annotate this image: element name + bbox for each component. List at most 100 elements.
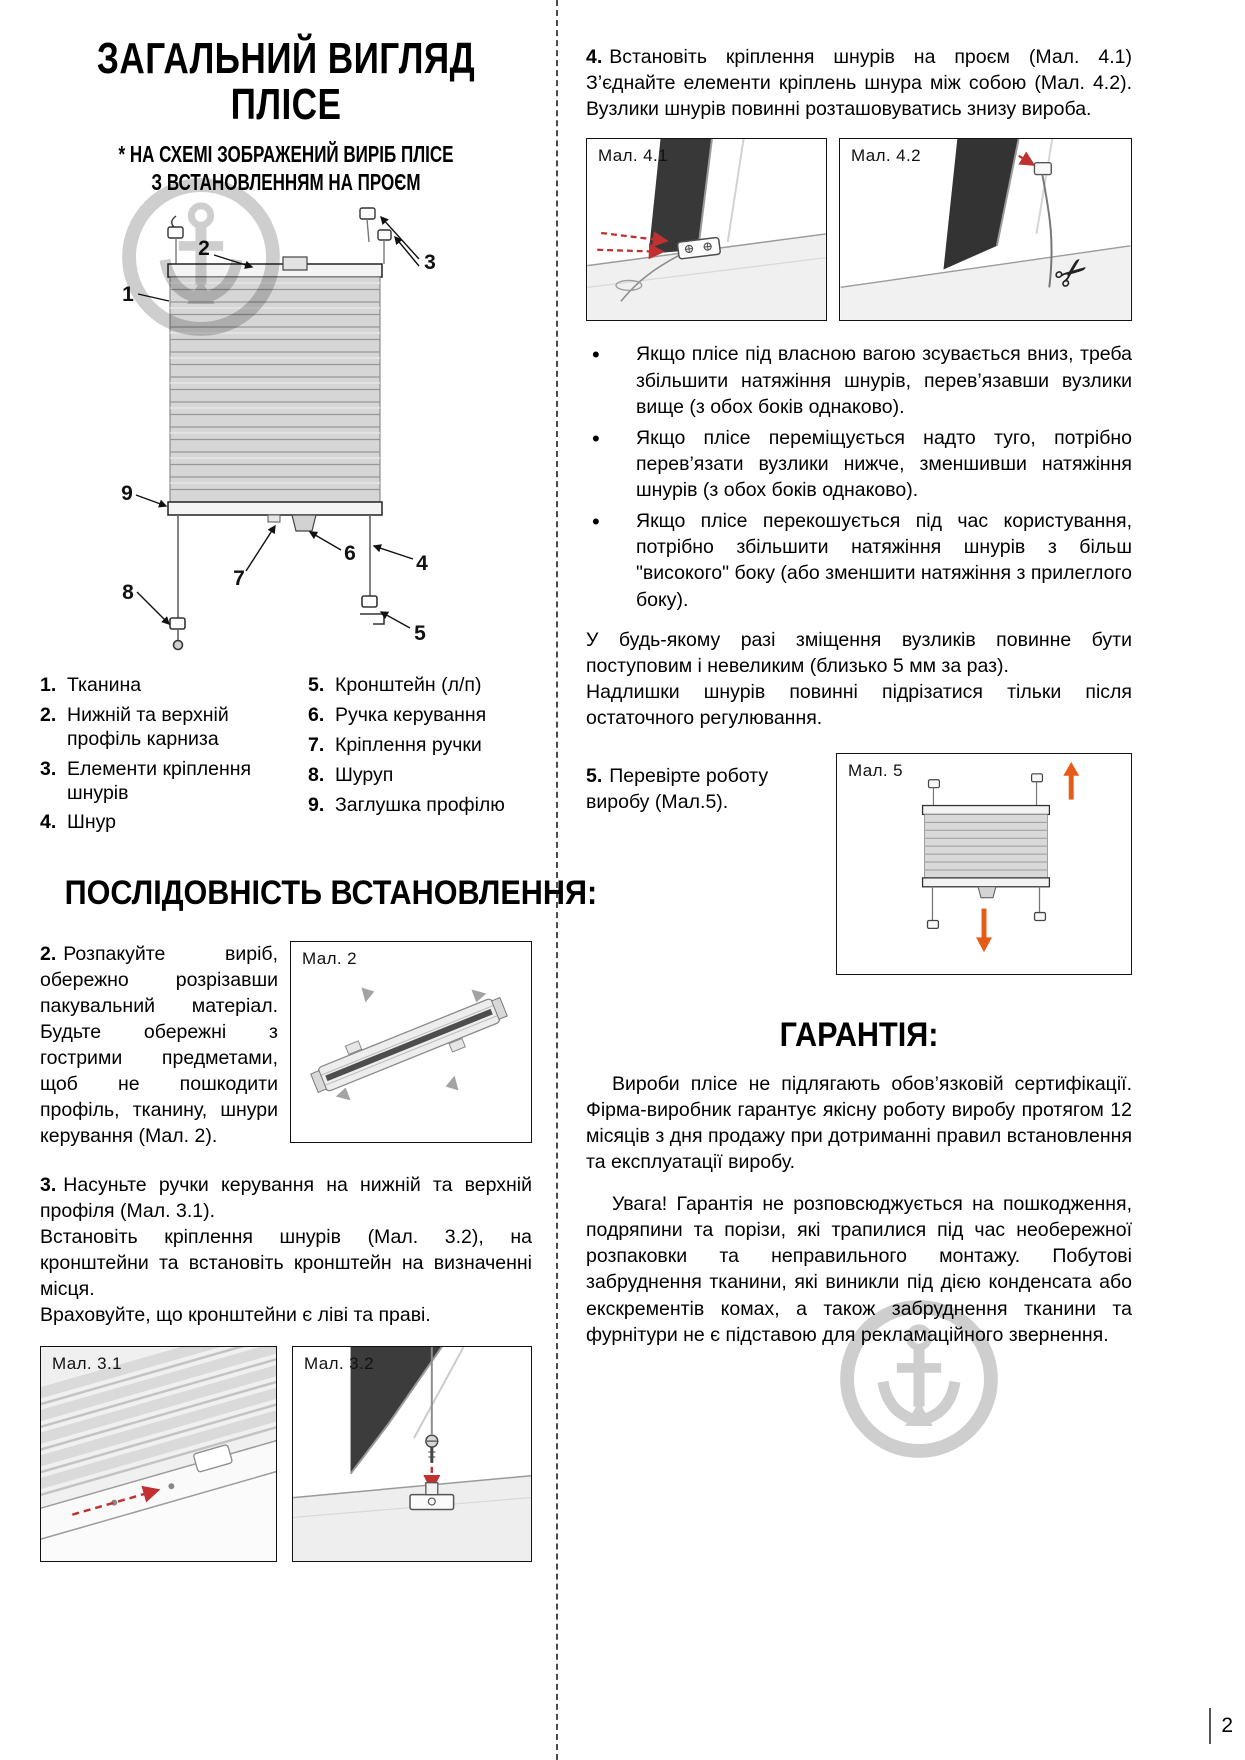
legend-item: 7. Кріплення ручки — [308, 734, 532, 758]
legend-item-number: 3. — [40, 757, 57, 780]
diagram-callout-6: 6 — [344, 542, 356, 565]
legend-item-number: 6. — [308, 704, 325, 727]
figures-3-row: Мал. 3.1 — [40, 1346, 532, 1563]
test-arrows-icon — [976, 762, 1080, 953]
figure-4-2: ✂ Мал. 4.2 — [839, 138, 1132, 322]
figure-3-1: Мал. 3.1 — [40, 1346, 277, 1563]
figure-4-1: Мал. 4.1 — [586, 138, 827, 322]
legend-item-number: 7. — [308, 734, 325, 757]
figure-3-1-drawing — [41, 1347, 276, 1562]
page-title-line1: ЗАГАЛЬНИЙ ВИГЛЯД — [96, 34, 476, 83]
step-4-number: 4. — [586, 46, 603, 68]
warranty-heading: ГАРАНТІЯ: — [586, 1016, 1132, 1055]
adjustment-tip-1: Якщо плісе під власною вагою зсувається … — [586, 340, 1132, 419]
figure-2: Мал. 2 — [290, 940, 532, 1143]
figure-4-2-label: Мал. 4.2 — [851, 146, 922, 166]
column-divider — [556, 0, 558, 1760]
diagram-callout-5: 5 — [414, 622, 426, 645]
step-4-body: Встановіть кріплення шнурів на проєм (Ма… — [586, 46, 1132, 121]
warranty-paragraph-2: Увага! Гарантія не розповсюджується на п… — [586, 1193, 1132, 1346]
legend-item-number: 5. — [308, 674, 325, 697]
parts-legend-col1: 1. Тканина 2. Нижній та верхній профіль ка… — [40, 674, 308, 841]
parts-legend: 1. Тканина 2. Нижній та верхній профіль ка… — [40, 674, 532, 841]
adjustment-tips-list: Якщо плісе під власною вагою зсувається … — [586, 340, 1132, 613]
legend-item: 4. Шнур — [40, 811, 308, 835]
step-2: 2.Розпакуйте виріб, обережно розрізавши … — [40, 940, 532, 1150]
left-column: ЗАГАЛЬНИЙ ВИГЛЯД ПЛІСЕ * НА СХЕМІ ЗОБРАЖ… — [40, 34, 598, 1563]
figures-4-row: Мал. 4.1 ✂ Мал. 4.2 — [586, 138, 1132, 322]
legend-item-number: 9. — [308, 793, 325, 816]
figure-5: Мал. 5 — [836, 753, 1132, 976]
page-subtitle-line1: * НА СХЕМІ ЗОБРАЖЕНИЙ ВИРІБ ПЛІСЕ — [118, 141, 454, 168]
step-5-number: 5. — [586, 765, 603, 788]
legend-item-text: Шуруп — [335, 763, 394, 786]
sequence-heading: ПОСЛІДОВНІСТЬ ВСТАНОВЛЕННЯ: — [40, 874, 598, 913]
step-2-body: Розпакуйте виріб, обережно розрізавши па… — [40, 942, 278, 1148]
page-number-divider — [1209, 1708, 1212, 1744]
step-5-body: Перевірте роботу виробу (Мал.5). — [586, 765, 769, 814]
legend-item-text: Кріплення ручки — [335, 734, 482, 757]
step-3-number: 3. — [40, 1173, 57, 1196]
legend-item-number: 4. — [40, 811, 57, 834]
legend-item-text: Елементи кріплення шнурів — [67, 757, 252, 804]
blind-overview-diagram: 1 2 3 4 5 6 7 8 9 — [40, 202, 532, 672]
figure-3-2: Мал. 3.2 — [292, 1346, 532, 1563]
legend-item-text: Заглушка профілю — [335, 793, 505, 816]
step-4-text: 4.Встановіть кріплення шнурів на проєм (… — [586, 44, 1132, 122]
figure-2-drawing — [292, 941, 530, 1142]
page-subtitle-line2: З ВСТАНОВЛЕННЯМ НА ПРОЄМ — [151, 169, 421, 196]
legend-item-number: 2. — [40, 704, 57, 727]
step-2-text: 2.Розпакуйте виріб, обережно розрізавши … — [40, 941, 278, 1150]
adjustment-tip-2: Якщо плісе переміщується надто туго, пот… — [586, 424, 1132, 503]
legend-item-text: Нижній та верхній профіль карниза — [67, 704, 229, 751]
legend-item-text: Шнур — [67, 811, 117, 834]
step-3-body-3: Враховуйте, що кронштейни є ліві та прав… — [40, 1304, 431, 1327]
figure-5-drawing — [837, 754, 1131, 975]
legend-item: 2. Нижній та верхній профіль карниза — [40, 704, 308, 752]
step-3-body-2: Встановіть кріплення шнурів (Мал. 3.2), … — [40, 1225, 532, 1301]
parts-legend-col2: 5. Кронштейн (л/п) 6. Ручка керування 7. Кр… — [308, 674, 532, 841]
step-2-number: 2. — [40, 942, 57, 965]
legend-item-number: 1. — [40, 674, 57, 697]
legend-item: 8. Шуруп — [308, 764, 532, 788]
adjustment-notes: У будь-якому разі зміщення вузликів пови… — [586, 627, 1132, 732]
page-subtitle: * НА СХЕМІ ЗОБРАЖЕНИЙ ВИРІБ ПЛІСЕ З ВСТА… — [40, 140, 532, 196]
legend-item-text: Ручка керування — [335, 704, 487, 727]
diagram-callout-3: 3 — [424, 251, 436, 274]
figure-4-1-label: Мал. 4.1 — [598, 146, 669, 166]
figure-5-label: Мал. 5 — [848, 761, 904, 781]
legend-item: 9. Заглушка профілю — [308, 794, 532, 818]
legend-item-number: 8. — [308, 763, 325, 786]
page-number: 2 — [1209, 1708, 1233, 1744]
diagram-callout-1: 1 — [122, 283, 134, 306]
note-paragraph-1: У будь-якому разі зміщення вузликів пови… — [586, 628, 1132, 677]
legend-item: 3. Елементи кріплення шнурів — [40, 758, 308, 806]
legend-item: 1. Тканина — [40, 674, 308, 698]
legend-item: 5. Кронштейн (л/п) — [308, 674, 532, 698]
figure-3-2-drawing — [293, 1347, 531, 1562]
figure-3-2-label: Мал. 3.2 — [304, 1354, 375, 1374]
step-5-text: 5.Перевірте роботу виробу (Мал.5). — [586, 753, 822, 975]
adjustment-tip-3: Якщо плісе перекошується під час користу… — [586, 507, 1132, 613]
page-title: ЗАГАЛЬНИЙ ВИГЛЯД ПЛІСЕ — [40, 34, 532, 130]
diagram-callout-9: 9 — [121, 482, 133, 505]
page-number-value: 2 — [1221, 1714, 1233, 1737]
legend-item-text: Кронштейн (л/п) — [335, 674, 482, 697]
diagram-callout-7: 7 — [233, 567, 245, 590]
note-paragraph-2: Надлишки шнурів повинні підрізатися тіль… — [586, 680, 1132, 729]
step-3: 3.Насуньте ручки керування на нижній та … — [40, 1172, 532, 1329]
warranty-paragraph-1: Вироби плісе не підлягають обов’язковій … — [586, 1072, 1132, 1173]
page-title-line2: ПЛІСЕ — [230, 80, 342, 130]
warranty-heading-text: ГАРАНТІЯ: — [779, 1016, 939, 1055]
blind-overview-drawing: 1 2 3 4 5 6 7 8 9 — [121, 207, 436, 651]
legend-item-text: Тканина — [67, 674, 142, 697]
figure-3-1-label: Мал. 3.1 — [52, 1354, 123, 1374]
diagram-callout-8: 8 — [122, 581, 134, 604]
right-column: 4.Встановіть кріплення шнурів на проєм (… — [586, 44, 1132, 1348]
sequence-heading-text: ПОСЛІДОВНІСТЬ ВСТАНОВЛЕННЯ: — [64, 874, 598, 913]
figure-2-label: Мал. 2 — [302, 948, 358, 968]
diagram-callout-4: 4 — [416, 552, 428, 575]
figure-4-2-drawing: ✂ — [840, 139, 1131, 321]
diagram-callout-2: 2 — [198, 237, 210, 260]
